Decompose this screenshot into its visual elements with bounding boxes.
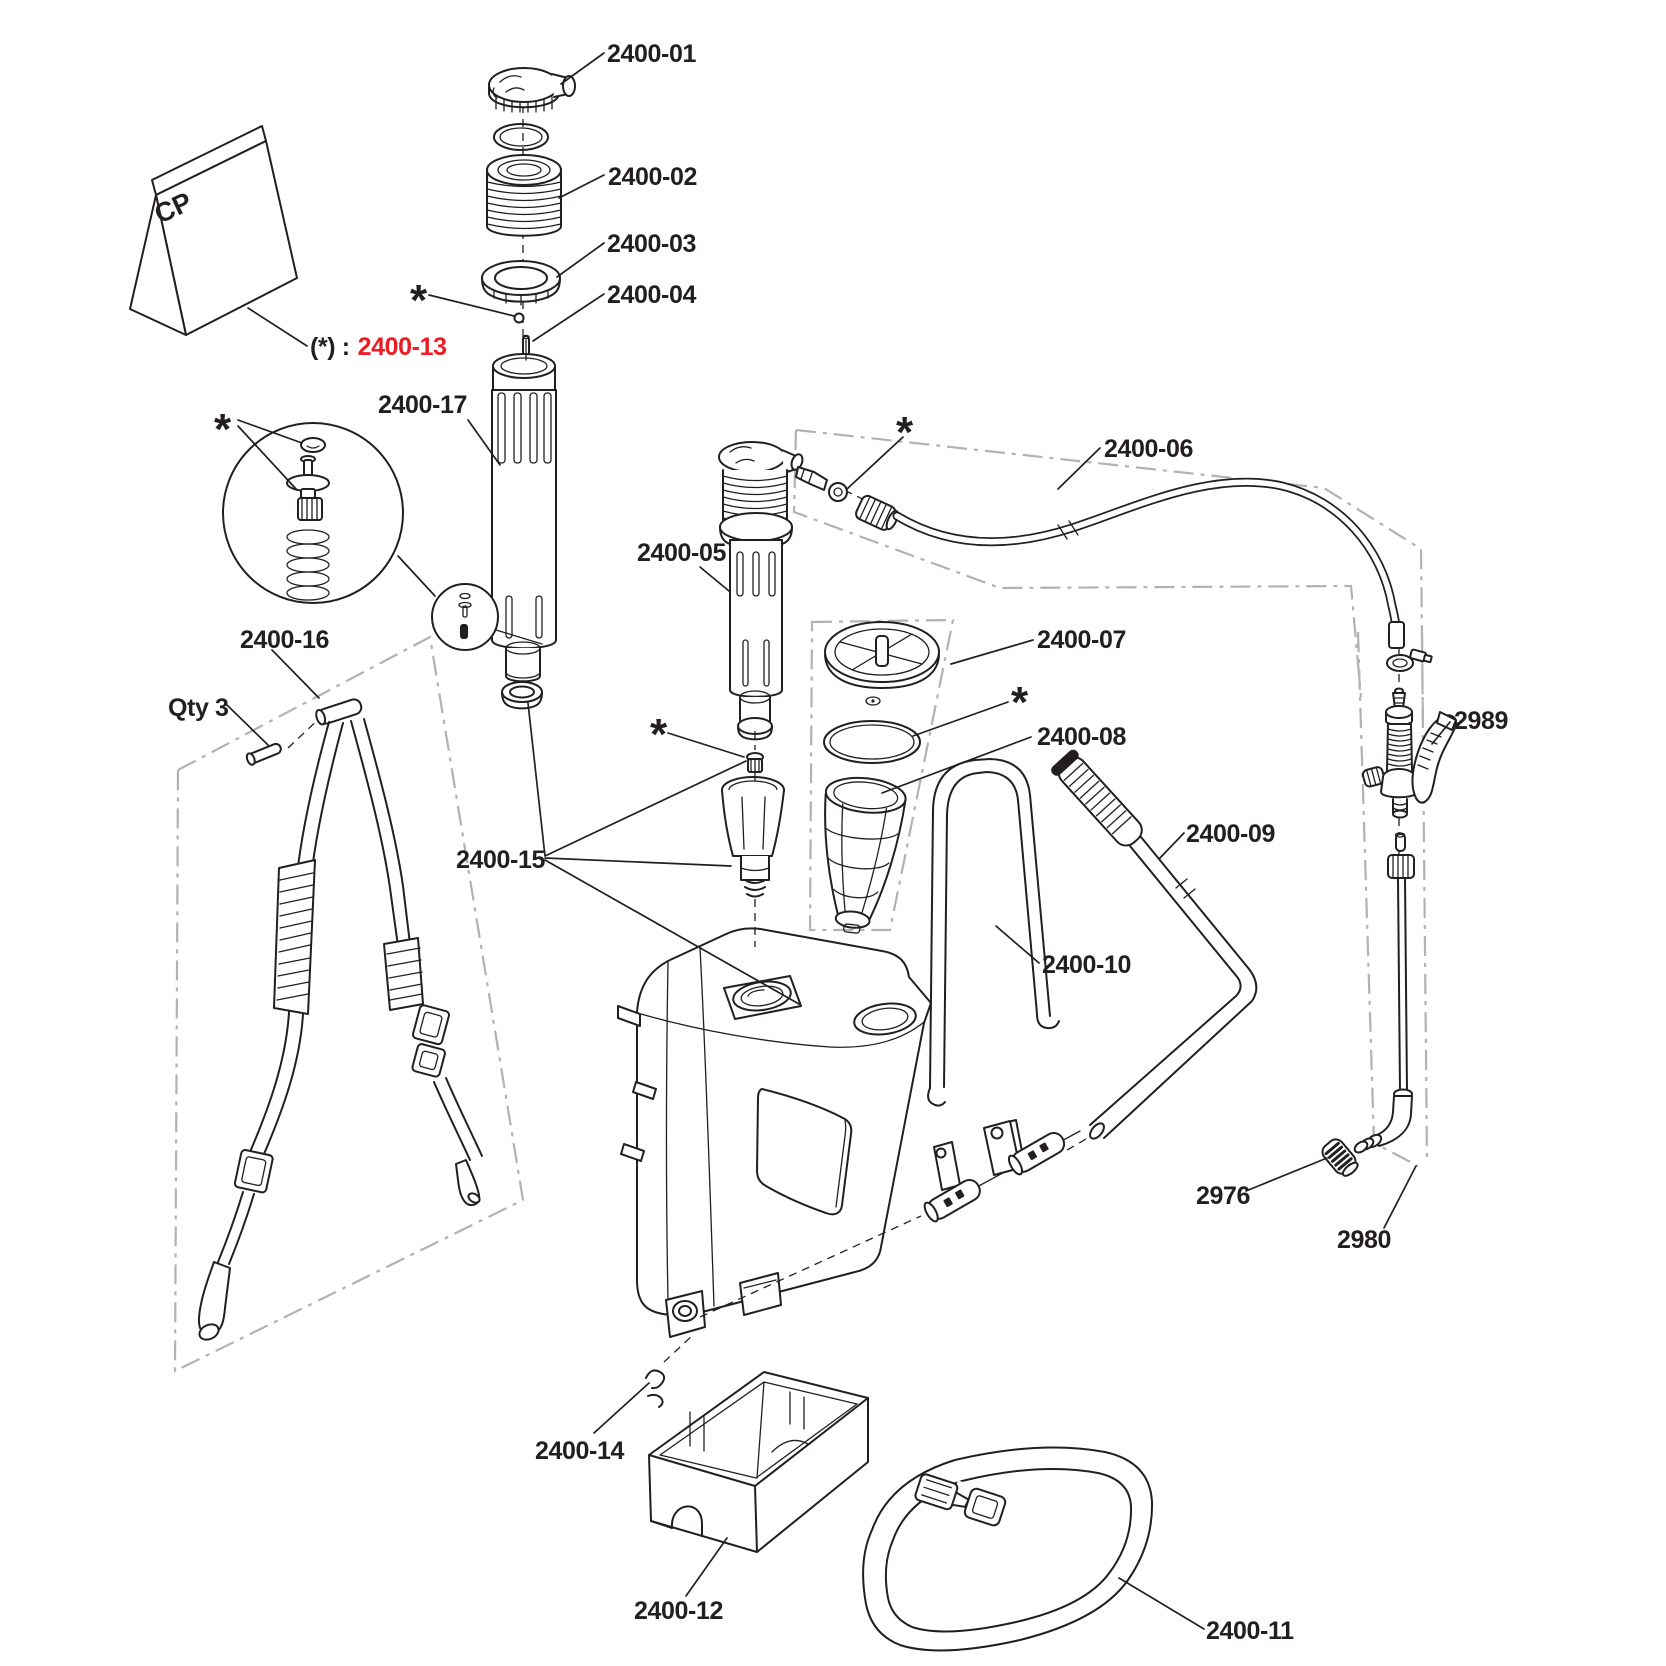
asterisk-mark-5: * xyxy=(650,710,668,759)
lid-disc-2400-07 xyxy=(824,621,940,706)
part-label-2400-12: 2400-12 xyxy=(634,1597,723,1625)
part-label-2400-05: 2400-05 xyxy=(637,539,726,567)
small-parts-detail-circle xyxy=(431,583,499,651)
pump-cylinder-2400-17 xyxy=(491,339,557,683)
detail-circle-connector xyxy=(397,555,436,597)
filter-basket-2400-08 xyxy=(824,776,907,934)
qty-note: Qty 3 xyxy=(168,694,229,722)
clip-2400-14 xyxy=(645,1369,666,1408)
strap-pin xyxy=(245,742,282,766)
strap-group-boundary xyxy=(173,635,525,1373)
part-label-2400-16: 2400-16 xyxy=(240,626,329,654)
trigger-valve-2989 xyxy=(1361,687,1458,819)
lever-linkage xyxy=(923,1119,1081,1223)
part-label-2400-06: 2400-06 xyxy=(1104,435,1193,463)
part-label-2400-08: 2400-08 xyxy=(1037,723,1126,751)
o-ring-top xyxy=(493,123,549,151)
lid-o-ring xyxy=(823,720,921,764)
hose-2400-06 xyxy=(795,466,1405,649)
part-label-2400-04: 2400-04 xyxy=(607,281,696,309)
part-label-2400-01: 2400-01 xyxy=(607,40,696,68)
part-label-2400-09: 2400-09 xyxy=(1186,820,1275,848)
filter-group-boundary xyxy=(808,618,955,932)
asterisk-mark-1: * xyxy=(410,276,428,325)
base-stand-2400-12 xyxy=(648,1371,869,1553)
kit-note-number: 2400-13 xyxy=(358,333,447,361)
part-label-2400-10: 2400-10 xyxy=(1042,951,1131,979)
part-label-2400-02: 2400-02 xyxy=(608,163,697,191)
part-label-2400-11: 2400-11 xyxy=(1206,1617,1294,1645)
labels: 2400-01 2400-02 2400-03 2400-04 2400-05 … xyxy=(168,40,1508,1645)
part-label-2400-07: 2400-07 xyxy=(1037,626,1126,654)
pump-tube-2400-05 xyxy=(718,441,804,741)
shoulder-straps-2400-16 xyxy=(197,698,483,1341)
group-boundaries xyxy=(173,428,1429,1373)
frame-2400-10 xyxy=(927,758,1060,1107)
kit-note-prefix: (*) : xyxy=(310,333,350,361)
part-label-2400-15: 2400-15 xyxy=(456,846,545,874)
nozzle-2976 xyxy=(1321,1138,1359,1177)
hose-group-boundary-top xyxy=(795,428,1425,729)
hose-group-boundary-bottom xyxy=(792,429,1363,698)
part-label-2400-03: 2400-03 xyxy=(607,230,696,258)
lance-2980 xyxy=(1353,832,1415,1154)
valve-detail-circle xyxy=(222,422,404,604)
ring-nut-2400-03 xyxy=(481,260,561,306)
hose-clamp xyxy=(1386,648,1433,672)
asterisk-mark-2: * xyxy=(214,405,232,454)
spare-parts-bag: CP xyxy=(129,125,298,336)
part-label-2400-17: 2400-17 xyxy=(378,391,467,419)
check-ball xyxy=(513,312,525,324)
tank-body xyxy=(617,927,932,1338)
pump-lever-2400-09 xyxy=(1051,749,1258,1140)
asterisk-mark-4: * xyxy=(1011,678,1029,727)
part-label-2976: 2976 xyxy=(1196,1182,1250,1210)
threaded-sleeve-2400-02 xyxy=(486,154,562,237)
part-label-2400-14: 2400-14 xyxy=(535,1437,624,1465)
kit-note: (*) : 2400-13 xyxy=(310,333,447,361)
filler-cap-2400-01 xyxy=(488,67,576,113)
centerlines-front xyxy=(663,731,1087,1363)
asterisk-mark-3: * xyxy=(896,408,914,457)
part-label-2989: 2989 xyxy=(1454,707,1508,735)
leader-lines xyxy=(226,52,1451,1630)
valve-and-cup-2400-15 xyxy=(721,752,785,898)
part-label-2980: 2980 xyxy=(1337,1226,1391,1254)
seal-ring-2400-15a xyxy=(501,681,543,710)
waist-belt-2400-11 xyxy=(862,1446,1154,1652)
